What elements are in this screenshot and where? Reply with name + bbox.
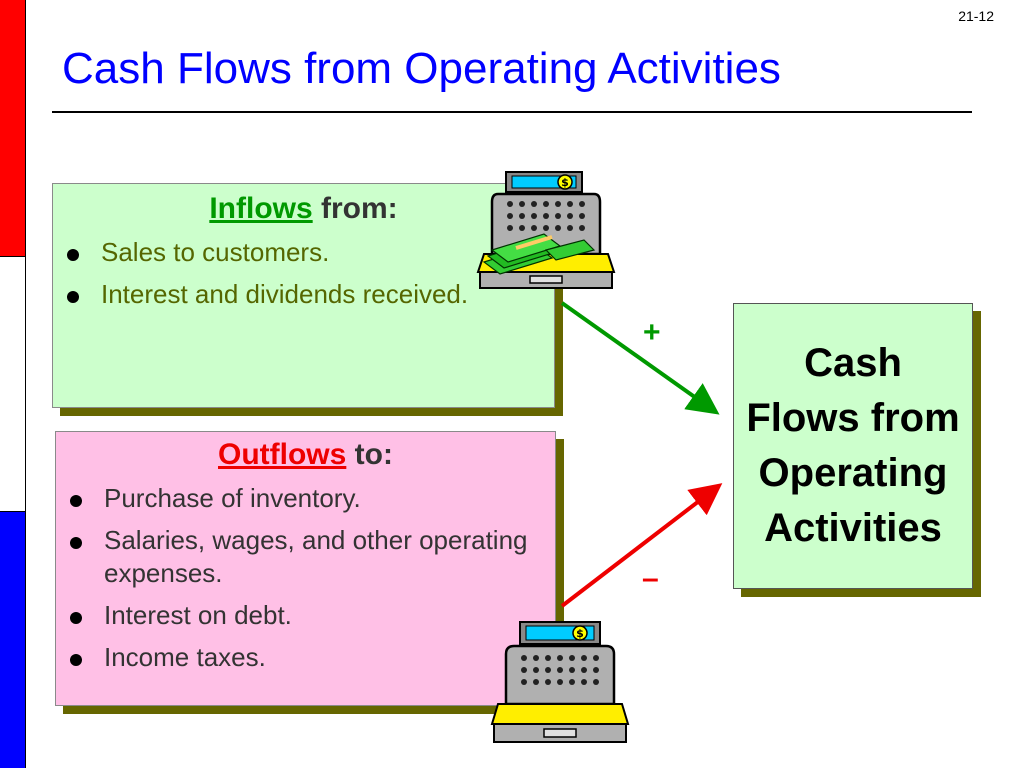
inflows-heading-rest: from: (321, 192, 398, 225)
list-item: Purchase of inventory. (70, 482, 530, 515)
flag-stripe-blue (0, 512, 26, 768)
flag-stripe-red (0, 0, 26, 256)
result-box: Cash Flows from Operating Activities (733, 303, 973, 589)
cash-register-icon: $ (490, 621, 630, 743)
flag-stripe-white (0, 256, 26, 512)
list-item: Interest and dividends received. (67, 278, 497, 311)
outflows-keyword: Outflows (218, 438, 347, 471)
list-item: Income taxes. (70, 641, 530, 674)
minus-sign: – (642, 562, 659, 595)
outflow-arrow (560, 483, 723, 608)
title-underline (52, 111, 972, 113)
plus-sign: + (643, 316, 661, 349)
slide-number: 21-12 (958, 8, 994, 24)
inflows-heading: Inflows from: (53, 192, 554, 226)
inflows-keyword: Inflows (209, 192, 313, 225)
stripe-border (25, 0, 26, 768)
outflows-heading-rest: to: (354, 438, 393, 471)
inflow-arrow (560, 301, 720, 415)
outflows-list: Purchase of inventory. Salaries, wages, … (70, 482, 530, 683)
svg-text:$: $ (576, 627, 584, 640)
outflows-heading: Outflows to: (56, 438, 555, 472)
cash-register-with-money-icon: $ (476, 171, 616, 289)
slide-title: Cash Flows from Operating Activities (62, 44, 781, 93)
list-item: Salaries, wages, and other operating exp… (70, 524, 530, 590)
result-label: Cash Flows from Operating Activities (746, 341, 960, 550)
list-item: Interest on debt. (70, 599, 530, 632)
list-item: Sales to customers. (67, 236, 497, 269)
inflows-box: Inflows from: Sales to customers. Intere… (52, 183, 555, 408)
inflows-list: Sales to customers. Interest and dividen… (67, 236, 497, 320)
outflows-box: Outflows to: Purchase of inventory. Sala… (55, 431, 556, 706)
svg-text:$: $ (561, 176, 569, 189)
